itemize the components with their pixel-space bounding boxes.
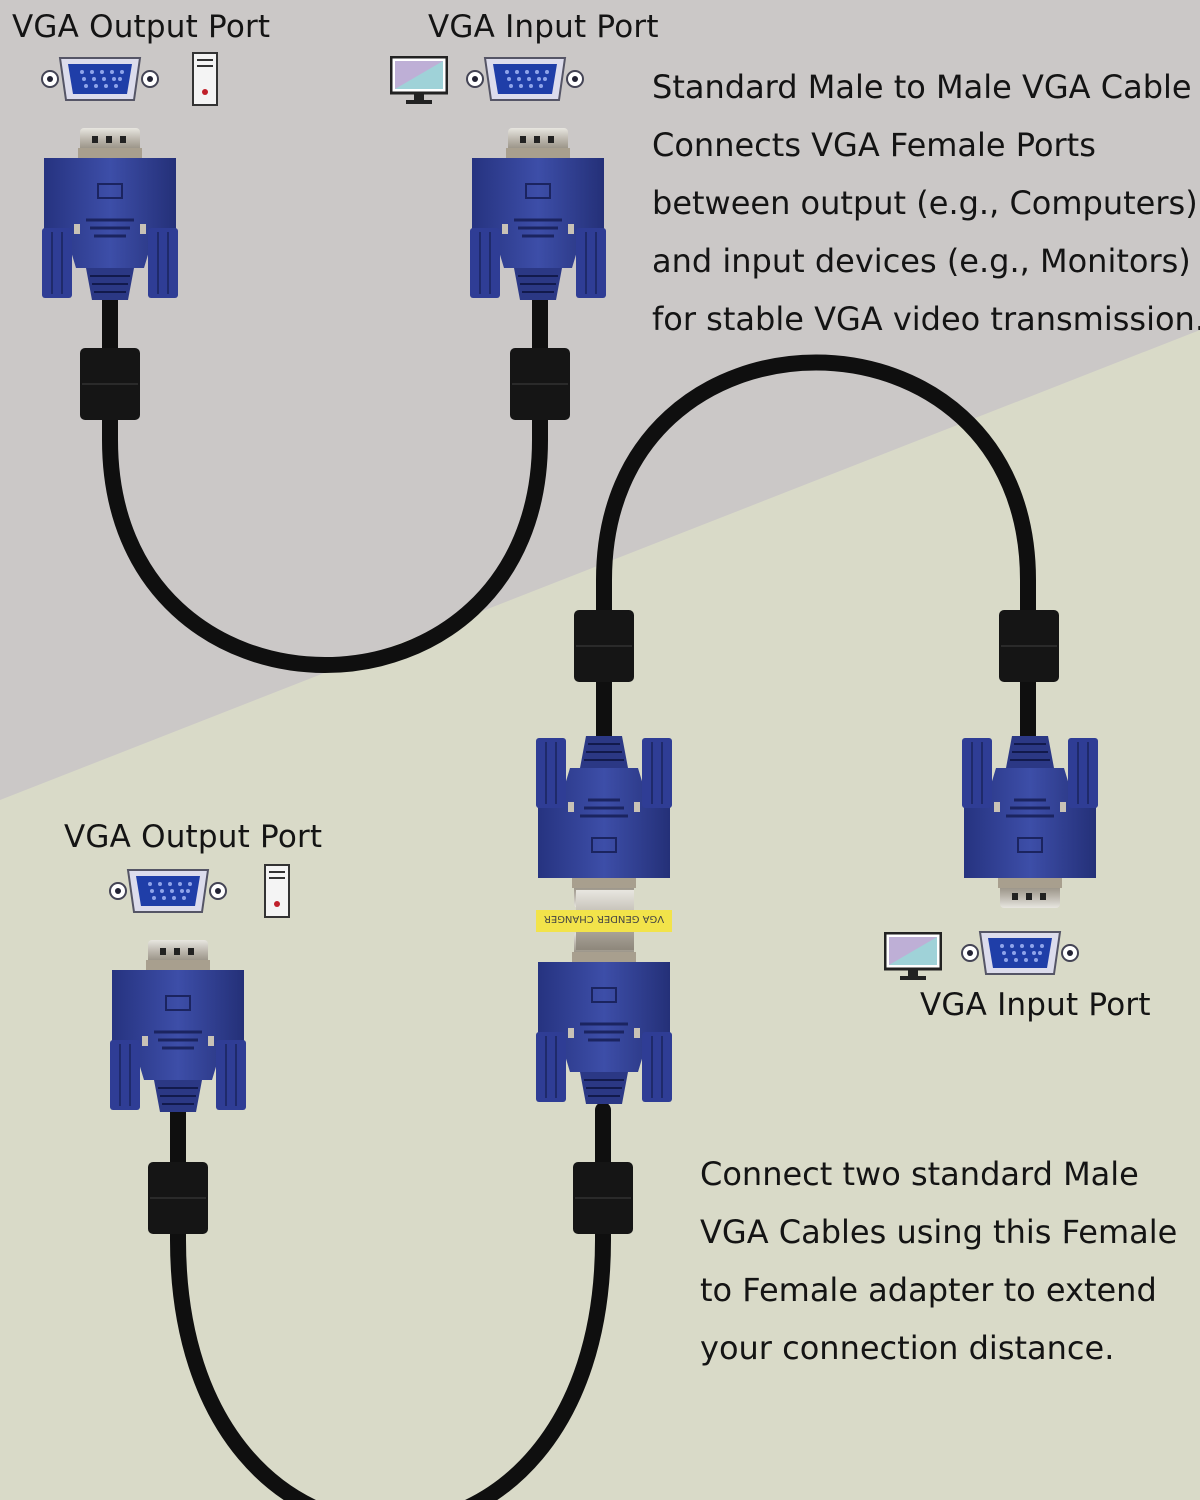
gender-changer-adapter: VGA GENDER CHANGER: [536, 890, 672, 950]
computer-tower-icon: [264, 864, 290, 918]
vga-port-icon: [961, 931, 1079, 975]
description-top: Standard Male to Male VGA Cable Connects…: [652, 58, 1200, 348]
monitor-icon: [390, 56, 448, 104]
computer-tower-icon: [192, 52, 218, 106]
label-top-input-port: VGA Input Port: [428, 9, 659, 45]
vga-connector-top-right: [468, 128, 608, 302]
description-bottom-line: your connection distance.: [700, 1329, 1115, 1367]
adapter-label: VGA GENDER CHANGER: [544, 913, 664, 924]
vga-port-icon: [109, 869, 227, 913]
vga-connector-bottom-left: [108, 940, 248, 1114]
vga-port-icon: [41, 57, 159, 101]
description-bottom-line: to Female adapter to extend: [700, 1271, 1157, 1309]
description-top-line: between output (e.g., Computers): [652, 184, 1198, 222]
description-top-line: Connects VGA Female Ports: [652, 126, 1096, 164]
description-top-line: for stable VGA video transmission.: [652, 300, 1200, 338]
description-bottom: Connect two standard Male VGA Cables usi…: [700, 1145, 1177, 1377]
label-top-output-port: VGA Output Port: [12, 9, 271, 45]
description-bottom-line: Connect two standard Male: [700, 1155, 1139, 1193]
vga-port-icon: [466, 57, 584, 101]
description-top-line: Standard Male to Male VGA Cable: [652, 68, 1192, 106]
monitor-icon: [884, 932, 942, 980]
vga-connector-right: [960, 734, 1100, 908]
label-bottom-output-port: VGA Output Port: [64, 819, 323, 855]
label-bottom-input-port: VGA Input Port: [920, 987, 1151, 1023]
cable-bottom: [170, 1102, 611, 1500]
description-bottom-line: VGA Cables using this Female: [700, 1213, 1178, 1251]
description-top-line: and input devices (e.g., Monitors): [652, 242, 1191, 280]
cable-middle: [596, 354, 1036, 748]
cable-top-left: [102, 292, 548, 673]
vga-connector-top-left: [40, 128, 180, 302]
vga-connector-adapter-lower: [534, 932, 674, 1106]
vga-connector-adapter-upper: [534, 734, 674, 908]
